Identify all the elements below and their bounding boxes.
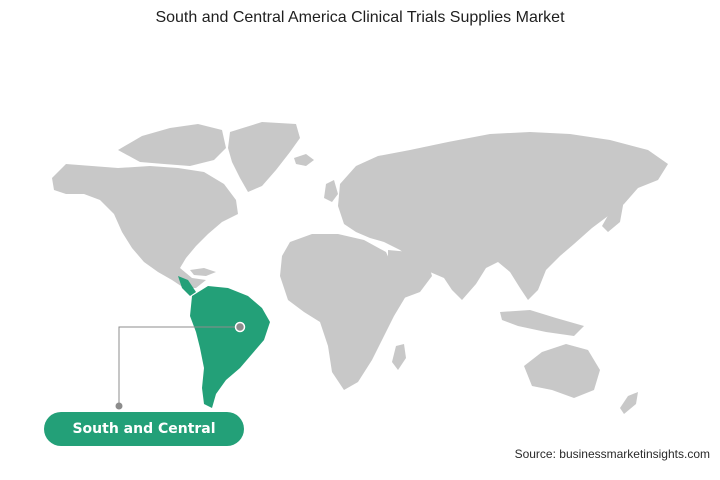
central-america — [178, 276, 196, 296]
africa — [280, 234, 406, 390]
indonesia — [500, 310, 584, 336]
world-map — [52, 122, 668, 414]
australia — [524, 344, 600, 398]
region-label: South and Central America — [44, 412, 244, 471]
south-america — [190, 286, 270, 408]
arctic-islands — [118, 124, 226, 166]
leader-end-dot — [115, 402, 123, 410]
iceland — [294, 154, 314, 166]
new-zealand — [620, 392, 638, 414]
greenland — [228, 122, 300, 192]
map-title: South and Central America Clinical Trial… — [155, 9, 565, 26]
north-america — [52, 164, 238, 288]
leader-line — [118, 326, 240, 406]
uk — [324, 180, 338, 202]
region-marker-dot — [234, 321, 246, 333]
japan — [602, 196, 624, 232]
caribbean-islands — [190, 268, 216, 276]
source-credit: Source: businessmarketinsights.com — [514, 447, 710, 461]
madagascar — [392, 344, 406, 370]
